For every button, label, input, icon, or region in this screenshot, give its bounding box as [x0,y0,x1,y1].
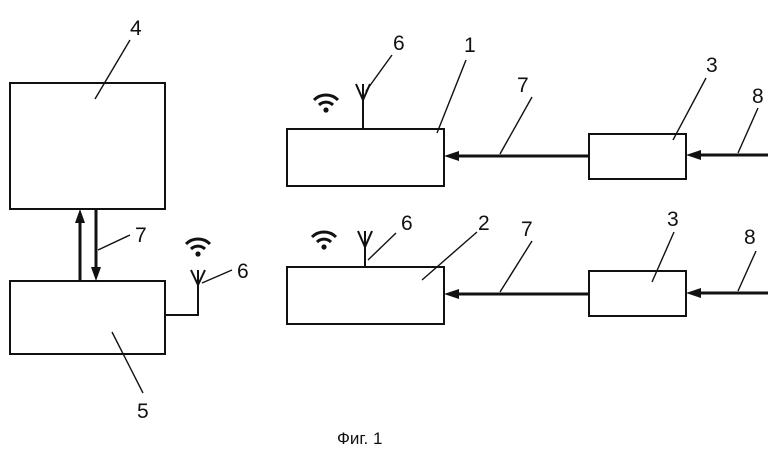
label-6-bottom: 6 [401,212,413,235]
leader-6-top [366,55,392,91]
block-2 [287,267,444,324]
block-5 [10,281,165,354]
block-3-bottom [589,271,686,316]
leader-2 [422,232,477,280]
leader-5 [112,332,143,393]
leader-7-top [500,97,532,154]
label-7-top: 7 [517,74,529,97]
label-8-top: 8 [752,85,764,108]
leader-8-top [738,108,758,153]
leader-6-left [202,270,232,283]
leader-7-left [98,235,130,250]
label-4: 4 [130,17,142,40]
block-4 [10,83,165,209]
wifi-icon [186,239,210,257]
label-6-left: 6 [237,260,249,283]
arrow-down-head [91,267,101,281]
label-8-bottom: 8 [744,226,756,249]
label-3-top: 3 [706,54,718,77]
leader-1 [437,60,466,133]
leader-4 [95,40,130,99]
antenna-icon [358,231,372,267]
label-7-bottom: 7 [521,218,533,241]
input-arrow-head-bottom [686,288,701,298]
label-1: 1 [464,34,476,57]
leader-8-bottom [738,251,756,291]
arrow-head-bottom [444,289,459,299]
block-3-top [589,134,686,179]
arrow-head-top [444,151,459,161]
leader-6-bottom [368,233,396,260]
block-1 [287,129,444,186]
wifi-icon [312,232,336,250]
leader-3-top [673,78,706,140]
leader-7-bottom [500,241,532,292]
input-arrow-head-top [686,150,701,160]
label-5: 5 [137,400,149,423]
label-7-left: 7 [135,224,147,247]
label-6-top: 6 [393,32,405,55]
label-3-bottom: 3 [667,208,679,231]
wifi-icon [314,95,338,113]
figure-caption: Фиг. 1 [337,429,382,448]
antenna-feed-left [165,285,198,315]
antenna-icon [356,84,370,129]
arrow-up-head [75,209,85,223]
label-2: 2 [478,212,490,235]
leader-3-bottom [652,232,674,282]
